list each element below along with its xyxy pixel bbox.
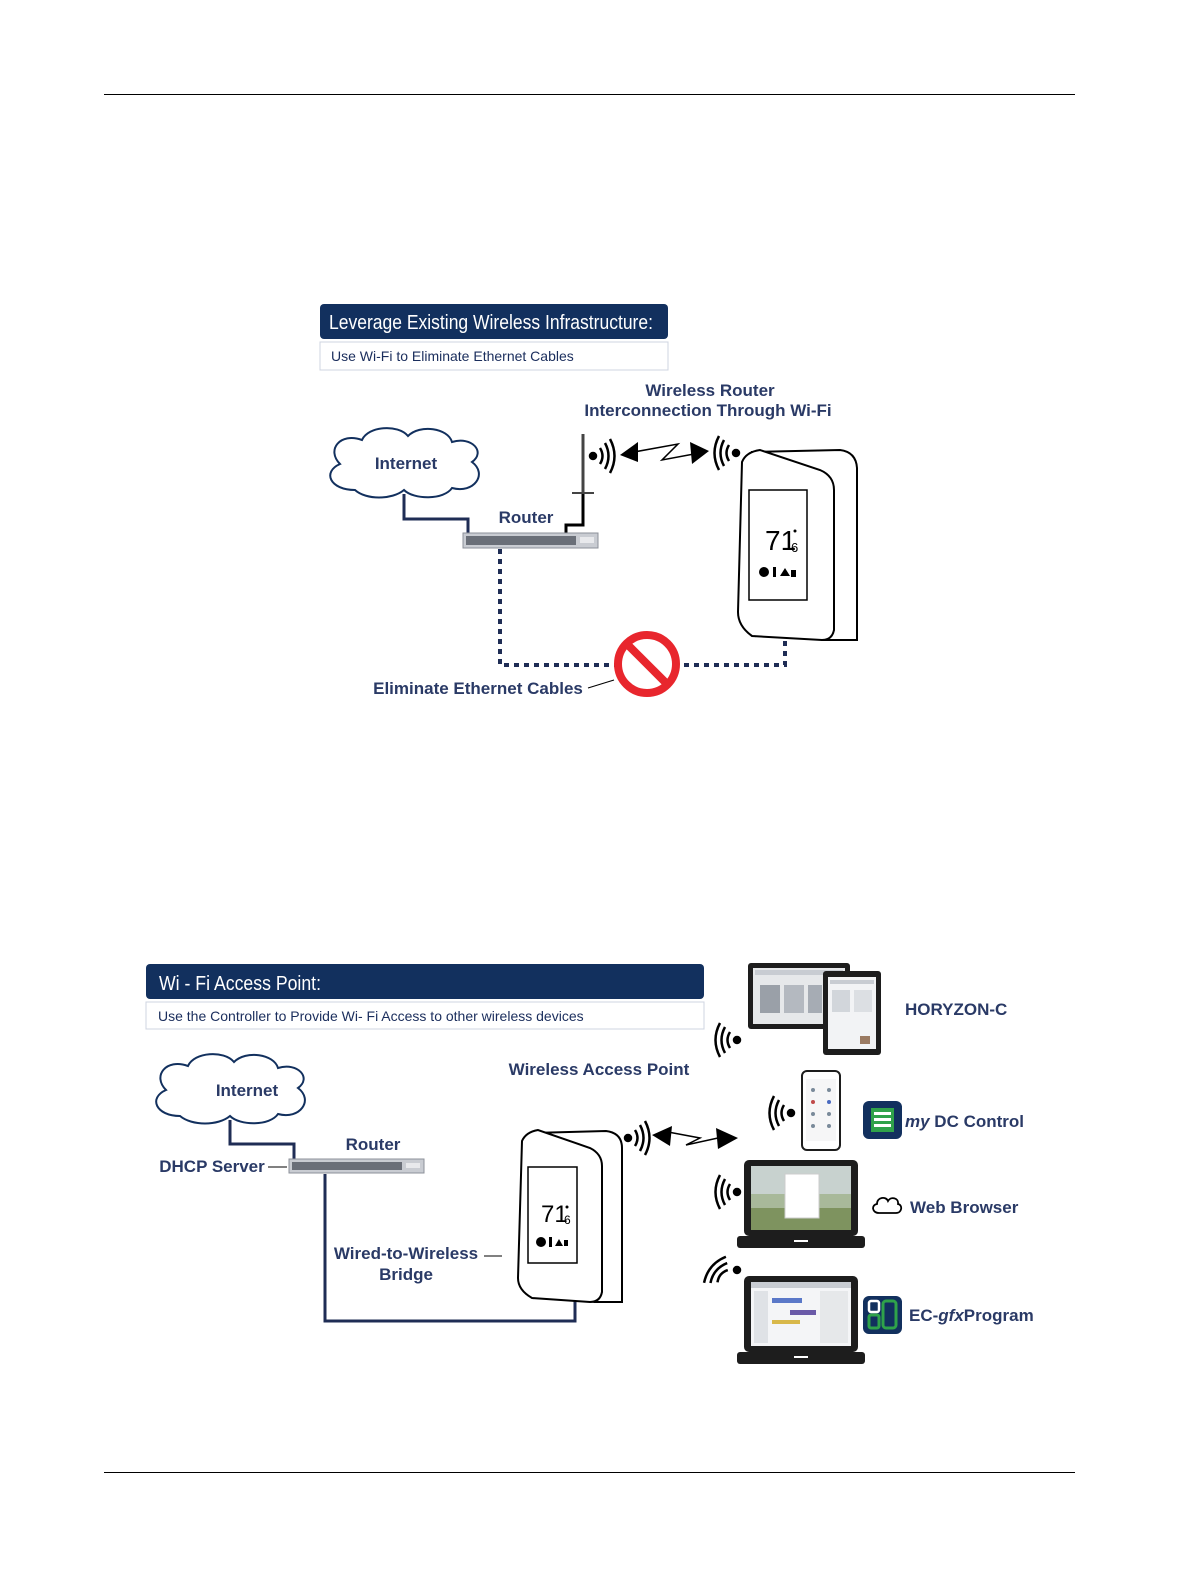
my-dc-control-app-icon <box>863 1101 902 1139</box>
smartphone-icon <box>801 1070 841 1151</box>
thermostat-device: 71 6 <box>736 448 858 642</box>
eliminate-leader-line <box>587 679 615 689</box>
thermostat2-wifi-waves-icon <box>623 1120 651 1156</box>
bridge-label-line2: Bridge <box>379 1265 433 1284</box>
wifi-access-point-diagram: Wi - Fi Access Point: Use the Controller… <box>145 963 1034 1364</box>
web-browser-label: Web Browser <box>910 1198 1019 1217</box>
cloud-icon <box>872 1197 903 1214</box>
antenna-cable <box>564 494 585 536</box>
thermostat-device-2: 71 6 <box>516 1128 623 1304</box>
thermostat-reading-2: 71 <box>541 1201 568 1228</box>
top-rule <box>104 94 1075 95</box>
ec-gfx-program-app-icon <box>863 1296 902 1334</box>
router-device-2 <box>288 1158 425 1174</box>
diagram2-header-subtitle: Use the Controller to Provide Wi- Fi Acc… <box>158 1008 584 1024</box>
wireless-infrastructure-diagram: Leverage Existing Wireless Infrastructur… <box>319 304 858 698</box>
laptop-web-icon <box>737 1160 865 1248</box>
router-label: Router <box>499 508 554 527</box>
internet-label-2: Internet <box>216 1081 279 1100</box>
no-symbol-icon <box>614 631 680 697</box>
bottom-rule <box>104 1472 1075 1473</box>
ec-gfx-italic: gfx <box>937 1306 965 1325</box>
my-dc-control-prefix: my <box>905 1112 931 1131</box>
wireless-access-point-label: Wireless Access Point <box>509 1060 690 1079</box>
diagram2-header-subbox <box>145 1001 705 1030</box>
wireless-link-arrow-icon-2 <box>652 1126 738 1149</box>
router-label-2: Router <box>346 1135 401 1154</box>
eliminate-ethernet-label: Eliminate Ethernet Cables <box>373 679 583 698</box>
diagram1-header-subbox <box>319 341 669 371</box>
wireless-router-label: Wireless Router <box>645 381 775 400</box>
internet-cloud <box>329 427 480 499</box>
interconnection-label: Interconnection Through Wi-Fi <box>584 401 831 420</box>
horyzon-label: HORYZON-C <box>905 1000 1007 1019</box>
thermostat-decimal: 6 <box>791 540 798 555</box>
ec-gfx-program-label: EC-gfxProgram <box>909 1306 1034 1325</box>
ec-gfx-rest: Program <box>964 1306 1034 1325</box>
router-device <box>462 532 599 549</box>
my-dc-control-label: my DC Control <box>905 1112 1024 1131</box>
wired-bridge-cable <box>323 1174 577 1323</box>
diagram2-header-bar <box>146 964 704 999</box>
my-dc-control-rest: DC Control <box>930 1112 1024 1131</box>
horyzon-wifi-waves-icon <box>714 1022 742 1058</box>
laptop-web-wifi-waves-icon <box>714 1174 742 1210</box>
internet-router-cable-2 <box>228 1120 296 1161</box>
eliminated-ethernet-cable <box>498 549 787 667</box>
diagram1-header-title: Leverage Existing Wireless Infrastructur… <box>329 312 653 334</box>
smartphone-wifi-waves-icon <box>768 1095 796 1131</box>
internet-label: Internet <box>375 454 438 473</box>
laptop-program-icon <box>737 1276 865 1364</box>
diagram1-header-subtitle: Use Wi-Fi to Eliminate Ethernet Cables <box>331 348 574 364</box>
thermostat-wifi-waves-icon <box>713 435 741 471</box>
thermostat-decimal-2: 6 <box>564 1213 571 1227</box>
wireless-link-arrow-icon <box>620 442 709 464</box>
diagram2-header-title: Wi - Fi Access Point: <box>159 973 321 995</box>
diagram1-header-bar <box>320 304 668 339</box>
laptop-program-wifi-waves-icon <box>702 1255 742 1284</box>
router-wifi-waves-icon <box>588 438 616 474</box>
thermostat-reading: 71 <box>765 525 796 556</box>
dhcp-server-label: DHCP Server <box>159 1157 265 1176</box>
bridge-label-line1: Wired-to-Wireless <box>334 1244 478 1263</box>
internet-router-cable <box>402 494 470 536</box>
internet-cloud-2 <box>155 1053 306 1125</box>
ec-gfx-prefix: EC- <box>909 1306 938 1325</box>
horyzon-device-icon <box>748 963 881 1055</box>
